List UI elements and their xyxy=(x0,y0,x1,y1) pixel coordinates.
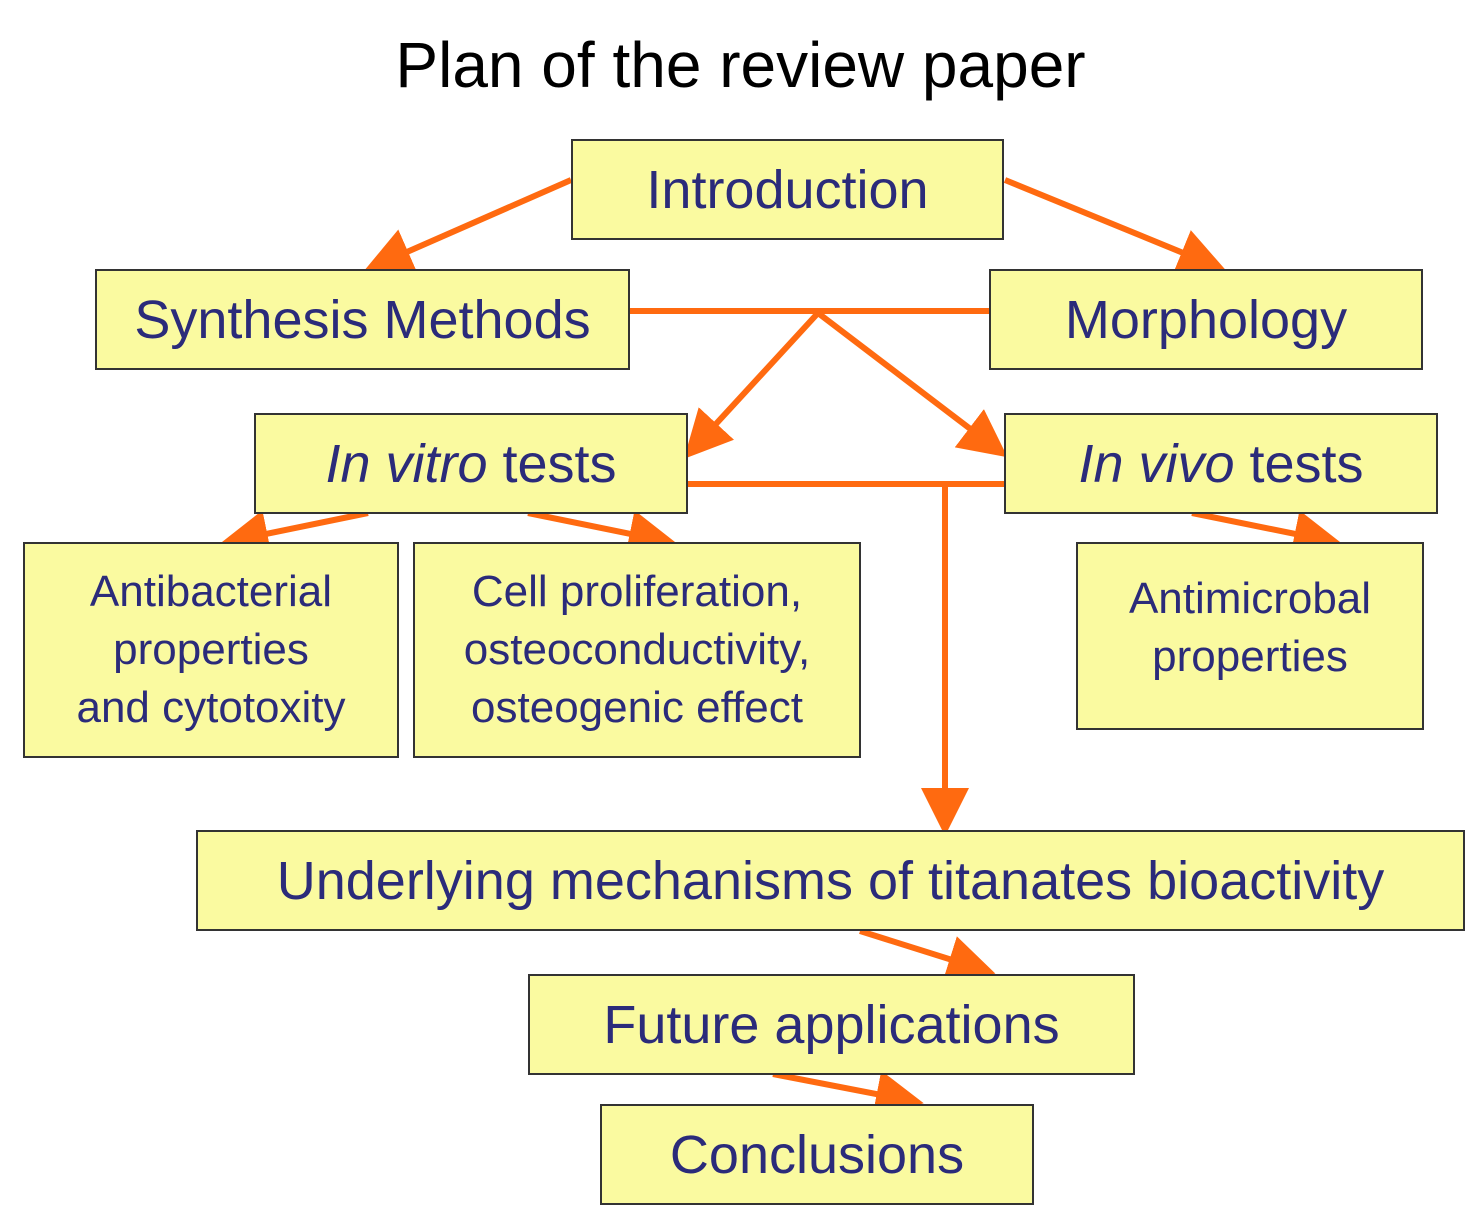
in-vitro-italic: In vitro xyxy=(325,433,488,494)
node-future-applications: Future applications xyxy=(528,974,1135,1075)
node-conclusions: Conclusions xyxy=(600,1104,1034,1205)
node-in-vitro-tests-label: In vitro tests xyxy=(325,433,616,495)
node-synthesis-methods-label: Synthesis Methods xyxy=(134,289,591,350)
node-future-applications-label: Future applications xyxy=(603,994,1060,1055)
arrow-invitro-to-antibacterial xyxy=(220,510,369,558)
node-underlying-mechanisms-label: Underlying mechanisms of titanates bioac… xyxy=(276,850,1385,911)
node-antimicrobal-properties: Antimicrobal properties xyxy=(1076,542,1424,730)
cell-line-2: osteoconductivity, xyxy=(463,625,811,674)
in-vitro-suffix: tests xyxy=(487,433,617,494)
node-conclusions-label: Conclusions xyxy=(669,1124,965,1185)
antibacterial-line-1: Antibacterial xyxy=(89,567,333,616)
antimicrobal-line-2: properties xyxy=(1152,632,1348,681)
antibacterial-line-3: and cytotoxity xyxy=(76,683,346,732)
cell-line-3: osteogenic effect xyxy=(471,683,803,732)
node-underlying-mechanisms: Underlying mechanisms of titanates bioac… xyxy=(196,830,1465,931)
node-synthesis-methods: Synthesis Methods xyxy=(95,269,630,370)
arrow-to-invitro xyxy=(683,310,821,459)
node-antimicrobal-text: Antimicrobal properties xyxy=(1129,570,1371,686)
node-introduction: Introduction xyxy=(571,139,1004,240)
arrow-intro-to-synthesis xyxy=(364,177,573,274)
node-introduction-label: Introduction xyxy=(646,159,929,220)
arrow-to-invivo xyxy=(816,310,1008,458)
node-in-vivo-tests: In vivo tests xyxy=(1004,413,1438,514)
antimicrobal-line-1: Antimicrobal xyxy=(1128,574,1372,623)
in-vivo-suffix: tests xyxy=(1234,433,1364,494)
node-in-vivo-tests-label: In vivo tests xyxy=(1078,433,1363,495)
node-antibacterial-text: Antibacterial properties and cytotoxity xyxy=(76,563,345,737)
node-antibacterial-properties: Antibacterial properties and cytotoxity xyxy=(23,542,399,758)
arrow-future-to-conclusions xyxy=(772,1070,924,1118)
in-vivo-italic: In vivo xyxy=(1078,433,1235,494)
arrow-invivo-to-antimicrobal xyxy=(1191,510,1342,558)
node-cell-proliferation: Cell proliferation, osteoconductivity, o… xyxy=(413,542,861,758)
diagram-title: Plan of the review paper xyxy=(395,29,1086,101)
antibacterial-line-2: properties xyxy=(113,625,309,674)
arrow-intro-to-morphology xyxy=(1003,177,1227,275)
node-cell-proliferation-text: Cell proliferation, osteoconductivity, o… xyxy=(464,563,810,737)
node-in-vitro-tests: In vitro tests xyxy=(254,413,688,514)
arrow-mechanisms-to-future xyxy=(859,928,996,983)
node-morphology: Morphology xyxy=(989,269,1423,370)
cell-line-1: Cell proliferation, xyxy=(471,567,803,616)
node-morphology-label: Morphology xyxy=(1064,289,1348,350)
arrow-invitro-to-cell xyxy=(527,510,677,558)
